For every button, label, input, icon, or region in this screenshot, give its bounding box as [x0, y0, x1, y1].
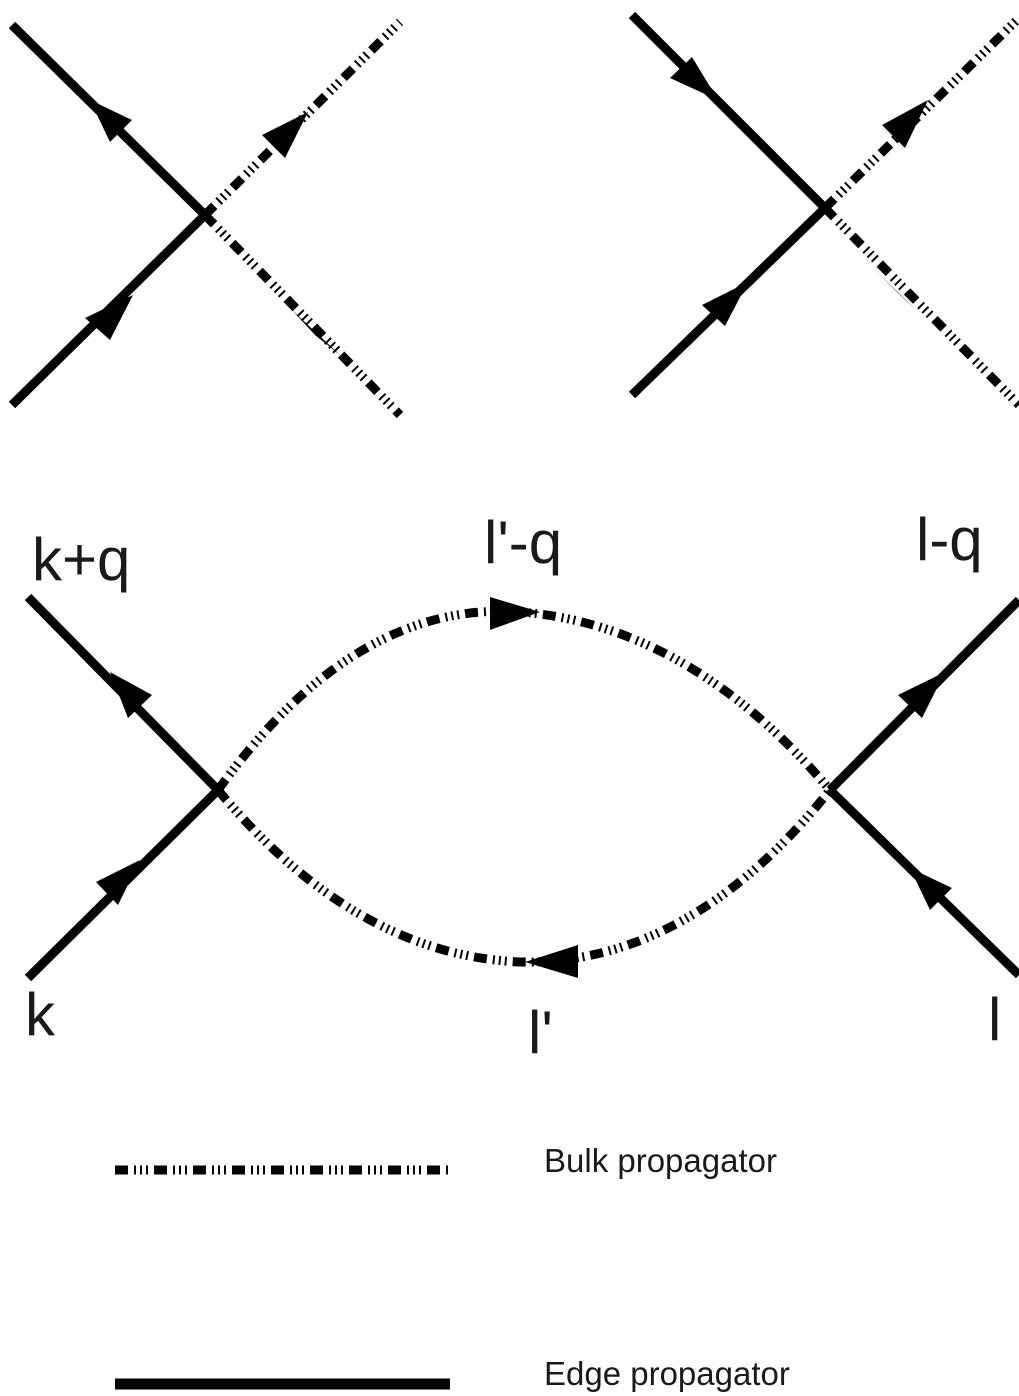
bulk-propagator-lower-right	[821, 204, 1019, 409]
arrow-up-right-icon	[85, 295, 133, 340]
bulk-propagator-upper-arc	[214, 606, 834, 793]
arrow-up-left-icon	[910, 868, 952, 910]
label-l: l	[988, 986, 1001, 1053]
arrow-up-left-icon	[110, 672, 152, 718]
arrow-up-right-icon	[262, 112, 308, 158]
bulk-propagator-lower-right	[201, 211, 404, 419]
vertex-diagram-left	[8, 18, 404, 419]
edge-propagator-upper-left	[628, 11, 829, 212]
bulk-propagator-lower-arc	[214, 787, 834, 967]
arrow-up-right-icon	[96, 860, 140, 905]
arrow-left-icon	[525, 945, 578, 978]
arrow-down-right-icon	[875, 270, 918, 312]
label-l-minus-q: l-q	[916, 506, 983, 573]
legend: Bulk propagator Edge propagator	[115, 1142, 790, 1392]
arrow-up-right-icon	[882, 100, 928, 148]
loop-diagram: k+q l'-q l-q k l' l	[24, 506, 1019, 1066]
bulk-propagator-upper-right	[821, 14, 1019, 212]
label-l-prime-minus-q: l'-q	[484, 509, 562, 576]
label-k-plus-q: k+q	[32, 526, 130, 593]
arrow-up-left-icon	[90, 100, 132, 142]
arrow-down-right-icon	[670, 57, 718, 100]
arrow-up-right-icon	[702, 282, 748, 326]
arrow-up-right-icon	[898, 672, 945, 718]
legend-edge-label: Edge propagator	[544, 1355, 790, 1392]
arrow-right-icon	[490, 597, 540, 630]
vertex-diagram-right	[628, 11, 1019, 409]
label-l-prime: l'	[528, 999, 553, 1066]
label-k: k	[25, 981, 56, 1048]
legend-bulk-label: Bulk propagator	[544, 1142, 777, 1179]
arrow-down-right-icon	[292, 310, 340, 355]
